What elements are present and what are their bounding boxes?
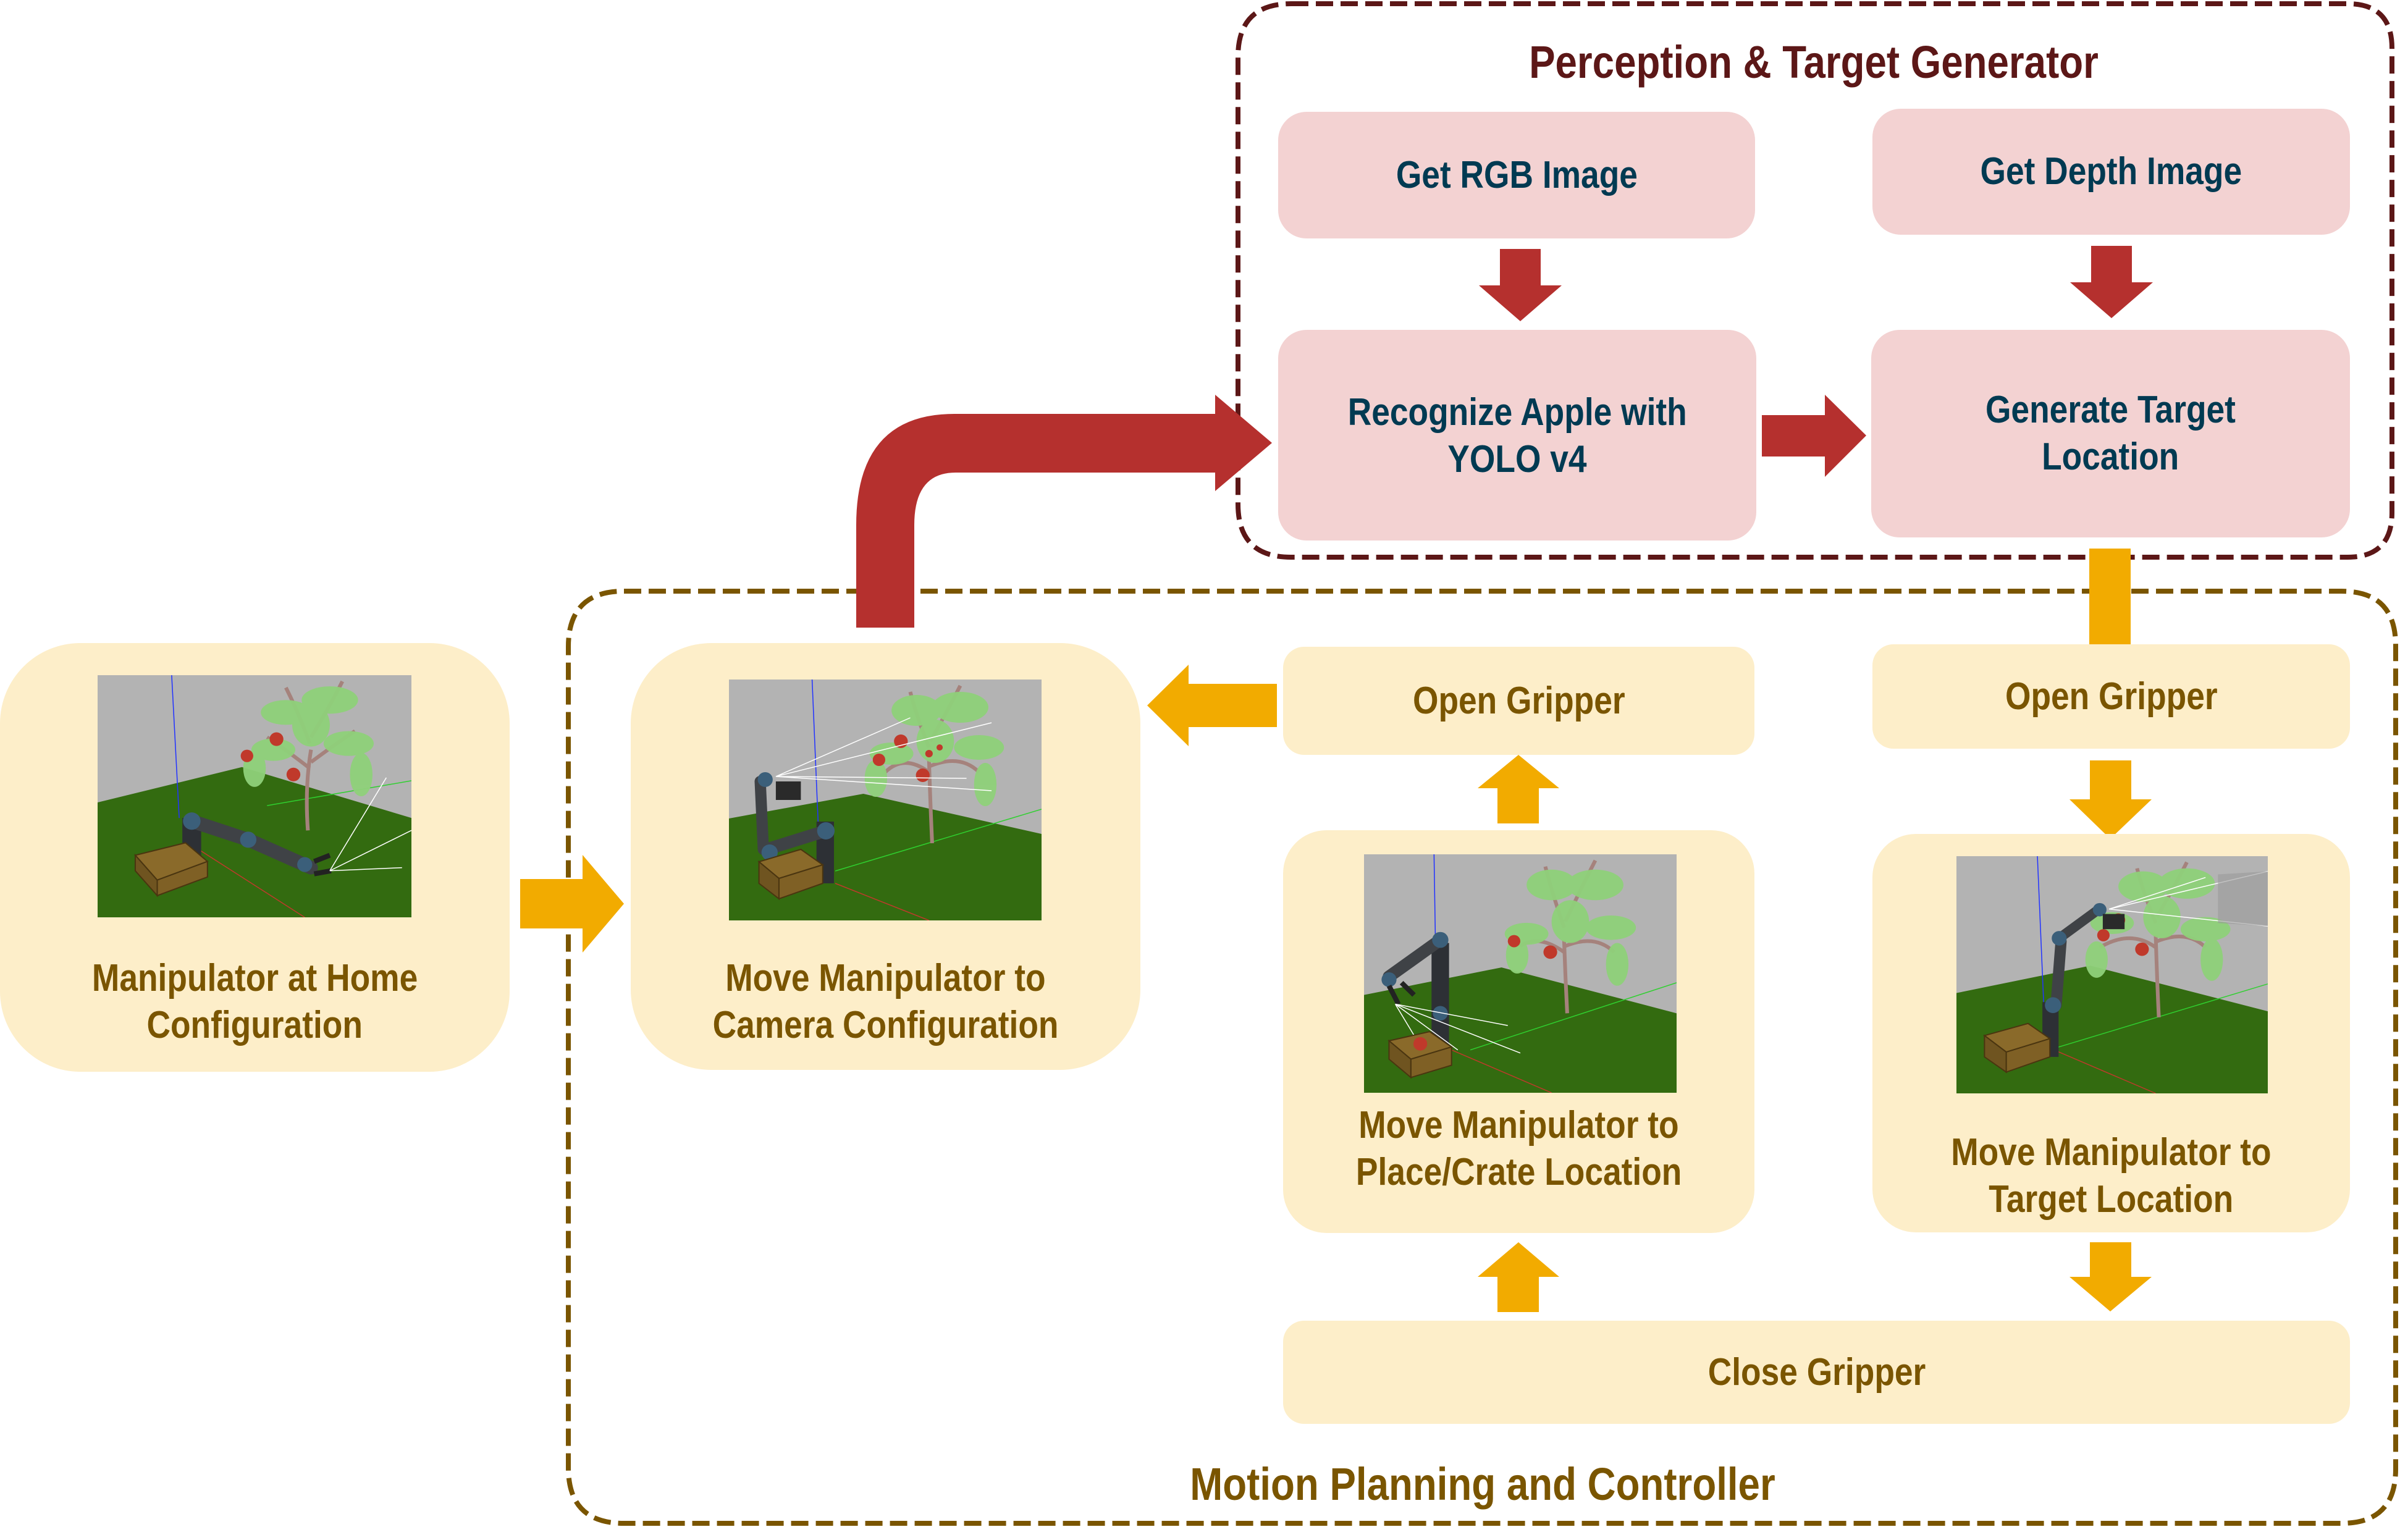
camera-frustum: [329, 777, 411, 872]
generate-target-label-line1: Generate Target: [1985, 389, 2236, 431]
arrow-recognize-to-generate: [1762, 395, 1866, 477]
recognize-apple-label-line1: Recognize Apple with: [1347, 391, 1687, 434]
home-scene-image: [98, 675, 411, 917]
apple: [286, 767, 301, 781]
apple: [916, 768, 930, 782]
camera-frustum: [1394, 1003, 1521, 1056]
open-gripper-box-left[interactable]: Open Gripper: [1283, 647, 1754, 755]
target-location-label-line2: Target Location: [1989, 1178, 2234, 1221]
open-gripper-box-right[interactable]: Open Gripper: [1872, 644, 2350, 749]
crate: [1983, 1022, 2052, 1074]
open-gripper-label-right: Open Gripper: [2005, 675, 2218, 718]
apple: [925, 750, 933, 757]
apple: [872, 754, 885, 766]
place-scene: [1364, 854, 1677, 1093]
target-scene: [1956, 856, 2268, 1093]
apple: [269, 732, 284, 746]
generate-target-box[interactable]: Generate Target Location: [1871, 330, 2350, 537]
arrow-open-gripper-to-target: [2069, 760, 2152, 839]
robot-arm: [2042, 903, 2125, 1057]
crate: [134, 842, 209, 898]
home-scene: [98, 675, 411, 917]
camera-scene-image: [729, 680, 1042, 920]
get-depth-image-label: Get Depth Image: [1980, 150, 2242, 193]
apple: [1507, 935, 1520, 948]
home-configuration-label-line2: Configuration: [146, 1004, 363, 1046]
crate: [1387, 1030, 1453, 1079]
apple: [2097, 929, 2110, 941]
arrow-place-to-open-gripper: [1478, 755, 1559, 823]
close-gripper-label: Close Gripper: [1707, 1350, 1926, 1394]
place-scene-image: [1364, 854, 1677, 1093]
close-gripper-box[interactable]: Close Gripper: [1283, 1321, 2350, 1424]
open-gripper-label-left: Open Gripper: [1412, 679, 1625, 722]
arrow-depth-to-generate: [2070, 246, 2153, 318]
apple: [936, 744, 943, 751]
target-location-label-line1: Move Manipulator to: [1951, 1131, 2272, 1174]
camera-scene: [729, 680, 1042, 920]
place-location-box[interactable]: Move Manipulator to Place/Crate Location: [1283, 830, 1754, 1233]
get-rgb-image-label: Get RGB Image: [1396, 153, 1638, 196]
recognize-apple-label-line2: YOLO v4: [1447, 438, 1587, 481]
perception-group-title: Perception & Target Generator: [1529, 36, 2099, 88]
target-location-box[interactable]: Move Manipulator to Target Location: [1872, 834, 2350, 1232]
arrow-camera-to-recognize: [856, 395, 1272, 628]
home-configuration-label-line1: Manipulator at Home: [91, 957, 418, 999]
place-location-label-line2: Place/Crate Location: [1355, 1151, 1682, 1193]
get-depth-image-box[interactable]: Get Depth Image: [1872, 109, 2350, 235]
home-configuration-box[interactable]: Manipulator at Home Configuration: [0, 643, 510, 1072]
arrow-rgb-to-recognize: [1479, 249, 1562, 321]
get-rgb-image-box[interactable]: Get RGB Image: [1278, 112, 1755, 238]
apple: [1543, 945, 1557, 959]
generate-target-label-line2: Location: [2042, 435, 2179, 478]
place-location-label-line1: Move Manipulator to: [1358, 1104, 1679, 1147]
apple: [1413, 1037, 1428, 1051]
camera-frustum: [775, 717, 992, 791]
target-scene-image: [1956, 856, 2268, 1093]
camera-configuration-label-line2: Camera Configuration: [712, 1004, 1059, 1046]
tree: [1504, 859, 1636, 1014]
arrow-home-to-camera: [520, 855, 624, 953]
arrow-target-to-close-gripper: [2069, 1242, 2152, 1311]
camera-configuration-label-line1: Move Manipulator to: [725, 957, 1046, 999]
apple: [240, 749, 253, 762]
crate: [757, 848, 825, 901]
camera-configuration-box[interactable]: Move Manipulator to Camera Configuration: [631, 643, 1140, 1070]
tree: [864, 684, 1004, 844]
apple: [894, 734, 908, 748]
arrow-close-gripper-to-place: [1478, 1242, 1559, 1312]
recognize-apple-box[interactable]: Recognize Apple with YOLO v4: [1278, 330, 1756, 541]
motion-group-title: Motion Planning and Controller: [1190, 1458, 1775, 1510]
apple: [2135, 942, 2149, 956]
arrow-open-gripper-to-camera: [1147, 665, 1277, 746]
tree: [240, 680, 374, 831]
